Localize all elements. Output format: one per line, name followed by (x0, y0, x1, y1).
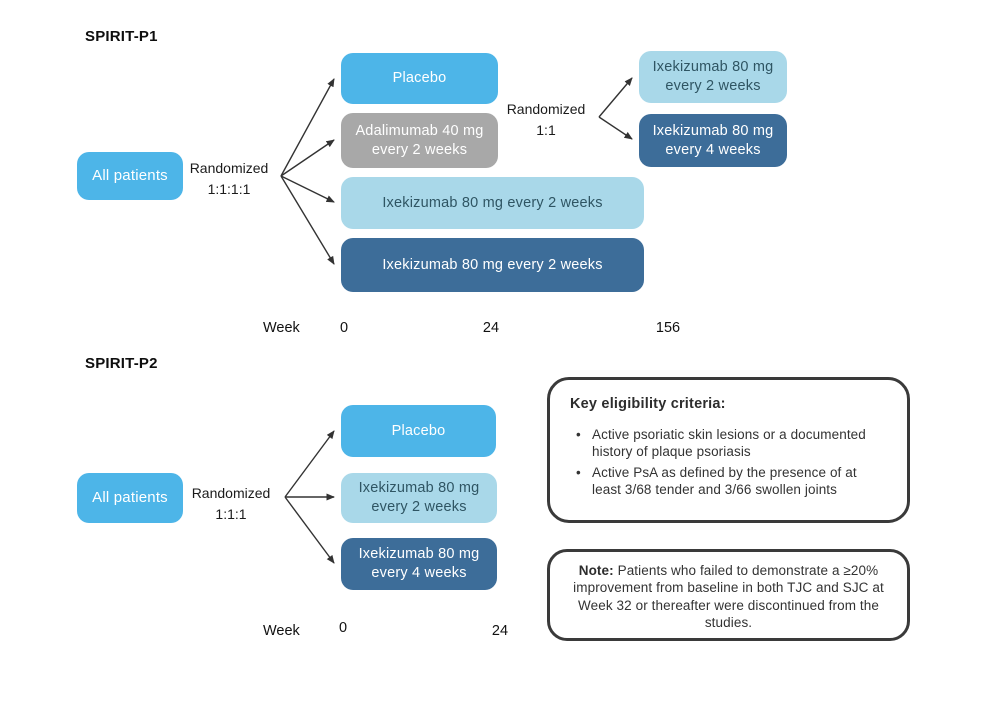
p1-arm-placebo: Placebo (341, 53, 498, 104)
spirit-p2-title: SPIRIT-P2 (85, 355, 158, 372)
p1-week-tick-24: 24 (482, 320, 500, 336)
p2-arm-placebo: Placebo (341, 405, 496, 457)
p1-rearm-ixekizumab-q2w: Ixekizumab 80 mg every 2 weeks (639, 51, 787, 103)
p1-randomization-ratio: 1:1:1:1 (207, 181, 251, 197)
p2-week-tick-24: 24 (491, 623, 509, 639)
p2-all-patients-box: All patients (77, 473, 183, 523)
p2-randomization-text: Randomized (191, 485, 271, 501)
eligibility-bullet-1: Active psoriatic skin lesions or a docum… (576, 426, 887, 460)
p1-arm-ixekizumab-q2w-dark: Ixekizumab 80 mg every 2 weeks (341, 238, 644, 292)
p1-arm-adalimumab: Adalimumab 40 mg every 2 weeks (341, 113, 498, 168)
spirit-p1-title: SPIRIT-P1 (85, 28, 158, 45)
p1-rerandomization-ratio: 1:1 (536, 122, 556, 138)
p1-randomization-text: Randomized (189, 160, 269, 176)
p2-week-tick-0: 0 (338, 620, 348, 636)
eligibility-title: Key eligibility criteria: (570, 396, 726, 412)
eligibility-bullet-2: Active PsA as defined by the presence of… (576, 464, 887, 498)
p2-week-axis-label: Week (263, 623, 300, 639)
p1-week-tick-0: 0 (339, 320, 349, 336)
note-text: Patients who failed to demonstrate a ≥20… (573, 563, 884, 630)
p1-rerandomization-label: Randomized 1:1 (506, 99, 586, 141)
p1-rerandomization-text: Randomized (506, 101, 586, 117)
p1-arm-ixekizumab-q2w: Ixekizumab 80 mg every 2 weeks (341, 177, 644, 229)
p1-all-patients-box: All patients (77, 152, 183, 200)
note-panel: Note: Patients who failed to demonstrate… (547, 549, 910, 641)
p1-week-axis-label: Week (263, 320, 300, 336)
note-label: Note: (578, 563, 614, 578)
p2-randomization-label: Randomized 1:1:1 (188, 483, 274, 525)
eligibility-criteria-panel: Key eligibility criteria: Active psoriat… (547, 377, 910, 523)
p1-week-tick-156: 156 (655, 320, 681, 336)
p2-arm-ixekizumab-q4w: Ixekizumab 80 mg every 4 weeks (341, 538, 497, 590)
p1-rearm-ixekizumab-q4w: Ixekizumab 80 mg every 4 weeks (639, 114, 787, 167)
p1-randomization-label: Randomized 1:1:1:1 (184, 158, 274, 200)
p2-arm-ixekizumab-q2w: Ixekizumab 80 mg every 2 weeks (341, 473, 497, 523)
eligibility-list: Active psoriatic skin lesions or a docum… (570, 426, 887, 498)
p2-randomization-ratio: 1:1:1 (215, 506, 247, 522)
